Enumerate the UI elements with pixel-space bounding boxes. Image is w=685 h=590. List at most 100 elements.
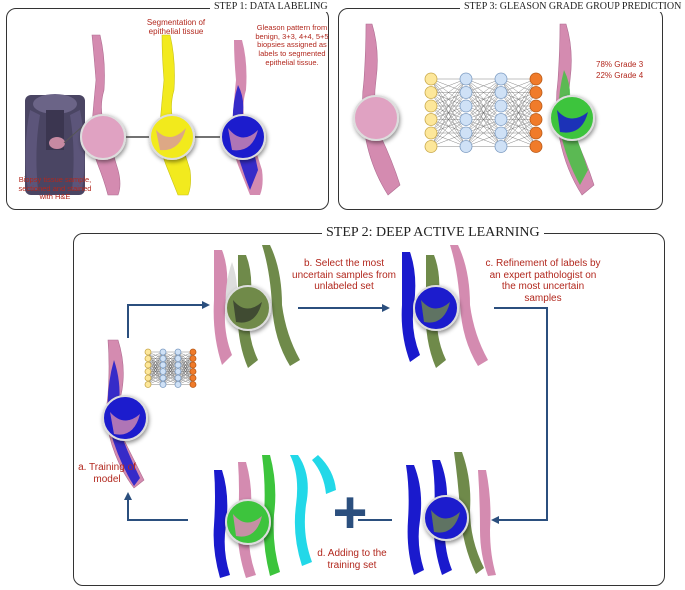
nn-edge — [465, 92, 502, 147]
nn-edge — [430, 92, 467, 147]
tissue-strip-labeled-pool-1 — [406, 465, 424, 575]
nn-node — [159, 361, 167, 369]
tissue-strip-refined-1 — [401, 252, 420, 362]
nn-edge — [430, 78, 467, 134]
tissue-strip-added-3 — [262, 455, 280, 576]
tissue-strip-labeled-pool-3 — [454, 452, 484, 574]
magnifier-uncertain — [225, 285, 271, 331]
nn-edge — [465, 78, 502, 107]
nn-node — [529, 72, 543, 86]
nn-node — [189, 381, 197, 388]
nn-edge — [177, 351, 194, 372]
nn-node — [144, 374, 152, 382]
nn-node — [159, 381, 167, 388]
nn-edge — [500, 105, 537, 147]
nn-node — [189, 348, 197, 356]
magnifier-predicted — [549, 95, 595, 141]
nn-node — [159, 355, 167, 362]
nn-node — [494, 113, 508, 126]
nn-node — [159, 368, 167, 375]
nn-node — [459, 140, 473, 153]
nn-edge — [147, 351, 164, 372]
nn-node — [174, 374, 182, 382]
nn-node — [174, 361, 182, 369]
anatomy-figure — [25, 94, 85, 195]
nn-node — [424, 140, 438, 153]
nn-node — [529, 99, 543, 113]
nn-node — [189, 361, 197, 369]
nn-edge — [162, 364, 179, 385]
nn-node — [424, 126, 438, 140]
tissue-strip-added-4 — [290, 455, 312, 566]
nn-node — [494, 126, 508, 140]
neural-network-large — [424, 72, 543, 153]
step-d-label: d. Adding to the training set — [317, 548, 387, 571]
tissue-strip-unlabeled-3 — [262, 245, 300, 366]
nn-node — [144, 368, 152, 375]
nn-edge — [162, 351, 179, 372]
nn-node — [144, 381, 152, 388]
nn-edge — [465, 78, 502, 120]
nn-node — [174, 348, 182, 356]
biopsy-label: Biopsy tissue sample, sectioned and stai… — [18, 175, 92, 202]
step2-panel — [73, 233, 665, 586]
step1-title: STEP 1: DATA LABELING — [210, 1, 332, 12]
flow-arrows — [127, 304, 548, 521]
gleason-label: Gleason pattern from benign, 3+3, 4+4, 5… — [255, 23, 329, 67]
nn-node — [424, 86, 438, 99]
nn-node — [144, 348, 152, 356]
tissue-strip-refined-3 — [450, 245, 488, 366]
nn-node — [424, 72, 438, 86]
nn-node — [174, 381, 182, 388]
magnifier-he — [80, 114, 126, 160]
step3-title: STEP 3: GLEASON GRADE GROUP PREDICTION — [460, 1, 685, 12]
nn-node — [174, 355, 182, 362]
step-b-label: b. Select the most uncertain samples fro… — [292, 258, 396, 292]
nn-node — [494, 99, 508, 113]
nn-edge — [147, 364, 164, 385]
magnifier-labeled-pool — [423, 495, 469, 541]
nn-node — [159, 348, 167, 356]
nn-edge — [500, 92, 537, 147]
nn-node — [144, 361, 152, 369]
nn-edge — [465, 105, 502, 147]
nn-edge — [430, 78, 467, 120]
nn-edge — [465, 119, 502, 147]
tissue-strip-unlabeled-1 — [213, 250, 232, 365]
nn-node — [174, 368, 182, 375]
nn-node — [529, 140, 543, 153]
nn-node — [494, 72, 508, 86]
magnifier-labeled — [220, 114, 266, 160]
nn-node — [159, 374, 167, 382]
nn-edge — [500, 78, 537, 120]
tissue-strip-added-1 — [213, 470, 230, 578]
nn-node — [459, 72, 473, 86]
arrow-heads — [124, 301, 499, 524]
magnifier-refined — [413, 285, 459, 331]
step-c-label: c. Refinement of labels by an expert pat… — [485, 258, 601, 304]
step2-title: STEP 2: DEEP ACTIVE LEARNING — [322, 225, 544, 241]
nn-node — [529, 86, 543, 99]
nn-edge — [465, 78, 502, 134]
nn-node — [189, 355, 197, 362]
nn-node — [459, 113, 473, 126]
magnifier-training — [102, 395, 148, 441]
step-a-label: a. Training of model — [78, 462, 136, 485]
nn-edge — [500, 78, 537, 107]
nn-edge — [430, 105, 467, 147]
nn-edge — [177, 364, 194, 385]
nn-edge — [430, 78, 467, 107]
grade4-label: 22% Grade 4 — [596, 71, 644, 80]
nn-node — [494, 86, 508, 99]
nn-edge — [430, 119, 467, 147]
nn-node — [459, 99, 473, 113]
magnifier-added — [225, 499, 271, 545]
neural-network-small — [144, 348, 197, 388]
nn-edge — [500, 119, 537, 147]
segmentation-label: Segmentation of epithelial tissue — [146, 18, 206, 37]
nn-node — [189, 368, 197, 375]
nn-edge — [500, 78, 537, 134]
magnifier-segmented — [149, 114, 195, 160]
plus-sign: + — [332, 479, 368, 546]
nn-node — [424, 113, 438, 126]
